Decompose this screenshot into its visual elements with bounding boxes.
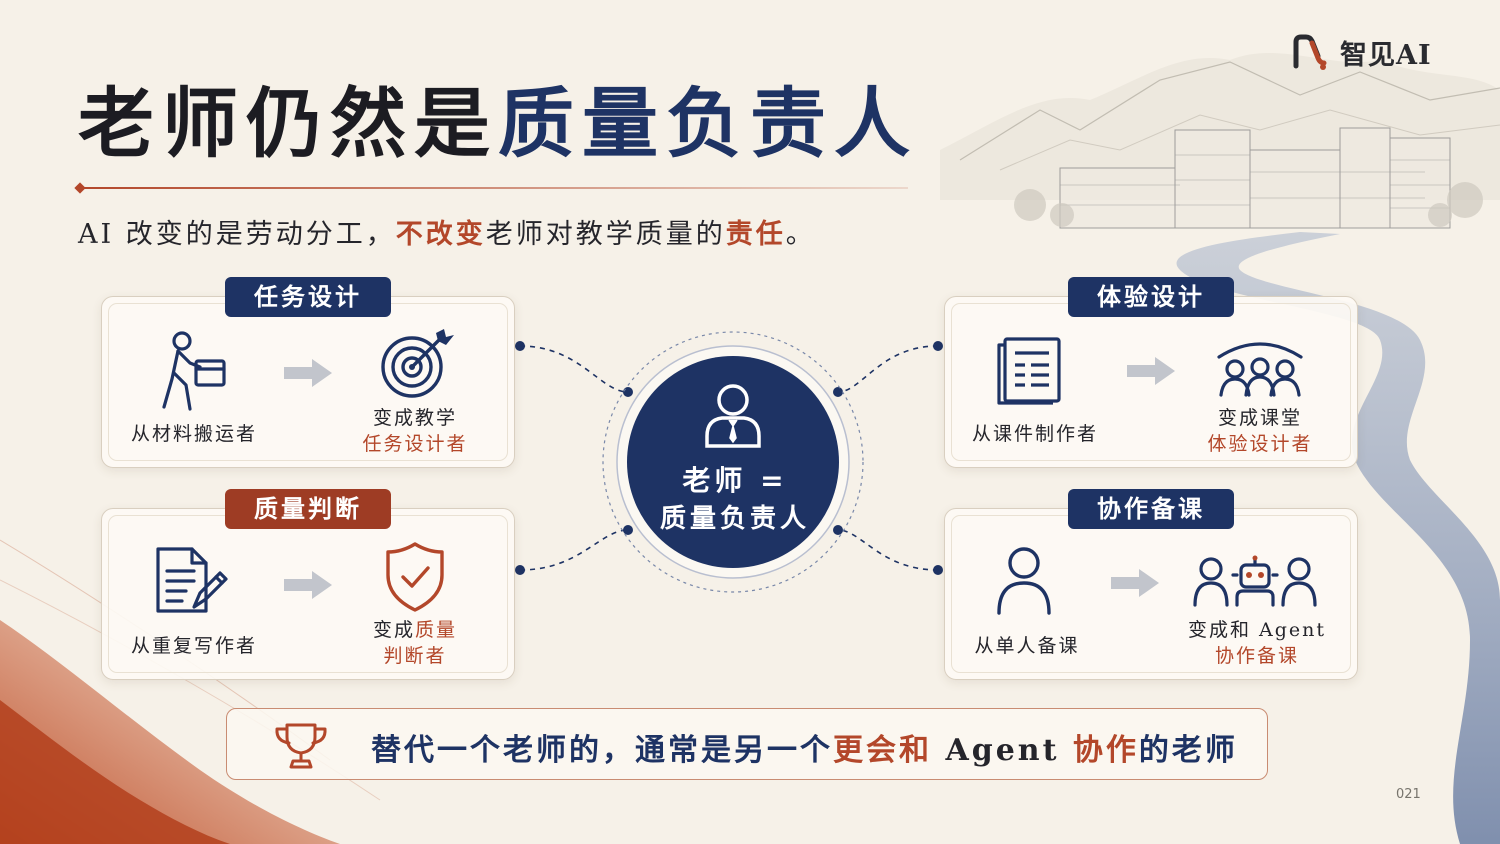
card-task-design: 任务设计 从材料搬运者 变成教学 任务设计者: [101, 277, 515, 468]
subtitle-part-3: 老师对教学质量的: [485, 219, 726, 250]
subtitle-part-1: AI 改变的是劳动分工，: [78, 219, 396, 250]
card-tag-quality: 质量判断: [225, 489, 391, 529]
arrow-right-icon: [1111, 569, 1159, 597]
brand-logo: 智见AI: [1290, 32, 1432, 72]
center-line-2: 质量负责人: [659, 504, 810, 534]
courseware-icon: [997, 337, 1061, 405]
bottom-statement-text: 替代一个老师的，通常是另一个更会和 Agent 协作的老师: [371, 725, 1238, 769]
center-label: 老师 = 质量负责人: [640, 462, 830, 538]
page-number: 021: [1396, 787, 1421, 802]
experience-to-line-1: 变成课堂: [1217, 407, 1302, 429]
target-icon: [381, 329, 454, 398]
title-part-blue: 质量负责人: [498, 79, 918, 168]
task-to-line-2: 任务设计者: [362, 433, 468, 455]
collab-to-line-2: 协作备课: [1214, 645, 1299, 667]
bottom-statement: 替代一个老师的，通常是另一个更会和 Agent 协作的老师: [226, 708, 1268, 780]
brand-name: 智见AI: [1340, 39, 1432, 71]
card-tag-task: 任务设计: [225, 277, 391, 317]
quality-to-line-2: 判断者: [383, 645, 447, 667]
card-collab-prep: 协作备课 从单人备课 变成和 Agent 协作备课: [944, 489, 1358, 680]
quality-to-line-1: 变成质量: [350, 617, 480, 643]
experience-from-label: 从课件制作者: [971, 423, 1098, 445]
title-part-dark: 老师仍然是: [78, 79, 498, 168]
collab-to-label: 变成和 Agent 协作备课: [1177, 617, 1337, 669]
carrying-box-icon: [162, 331, 226, 411]
collab-from-label: 从单人备课: [974, 635, 1080, 657]
quality-to-line-1a: 变成: [372, 619, 415, 641]
n-logo-icon: [1293, 34, 1327, 70]
experience-to-label: 变成课堂 体验设计者: [1195, 405, 1325, 457]
center-line-1: 老师 =: [682, 464, 788, 497]
card-experience-design: 体验设计 从课件制作者 变成课堂 体验设计者: [944, 277, 1358, 468]
quality-to-label: 变成质量 判断者: [350, 617, 480, 669]
classroom-group-icon: [1217, 342, 1303, 397]
collab-to-line-1: 变成和 Agent: [1187, 619, 1327, 641]
task-from-label: 从材料搬运者: [130, 423, 257, 445]
teacher-icon: [705, 384, 761, 448]
subtitle-highlight-1: 不改变: [395, 219, 486, 250]
arrow-right-icon: [284, 359, 332, 387]
card-quality-judgment: 质量判断 从重复写作者 变成质量 判断者: [101, 489, 515, 680]
people-robot-icon: [1193, 555, 1317, 607]
task-to-line-1: 变成教学: [372, 407, 457, 429]
subtitle-part-5: 。: [785, 219, 816, 250]
shield-check-icon: [386, 542, 444, 612]
arrow-right-icon: [1127, 357, 1175, 385]
bottom-part-3: Agent: [932, 733, 1073, 768]
card-tag-collab: 协作备课: [1068, 489, 1234, 529]
arrow-right-icon: [284, 571, 332, 599]
bottom-part-2: 更会和: [833, 733, 932, 768]
subtitle: AI 改变的是劳动分工，不改变老师对教学质量的责任。: [78, 212, 816, 251]
quality-to-line-1b: 质量: [415, 619, 458, 641]
subtitle-highlight-2: 责任: [725, 219, 786, 250]
document-edit-icon: [156, 547, 228, 613]
page-title: 老师仍然是质量负责人: [78, 76, 918, 172]
bottom-part-1: 替代一个老师的，通常是另一个: [371, 733, 833, 768]
single-person-icon: [997, 547, 1051, 615]
bottom-part-5: 的老师: [1138, 733, 1238, 768]
bottom-part-4: 协作: [1072, 733, 1139, 768]
quality-from-label: 从重复写作者: [130, 635, 257, 657]
card-tag-experience: 体验设计: [1068, 277, 1234, 317]
experience-to-line-2: 体验设计者: [1207, 433, 1313, 455]
title-divider: [78, 187, 908, 189]
trophy-icon: [275, 723, 327, 769]
task-to-label: 变成教学 任务设计者: [350, 405, 480, 457]
